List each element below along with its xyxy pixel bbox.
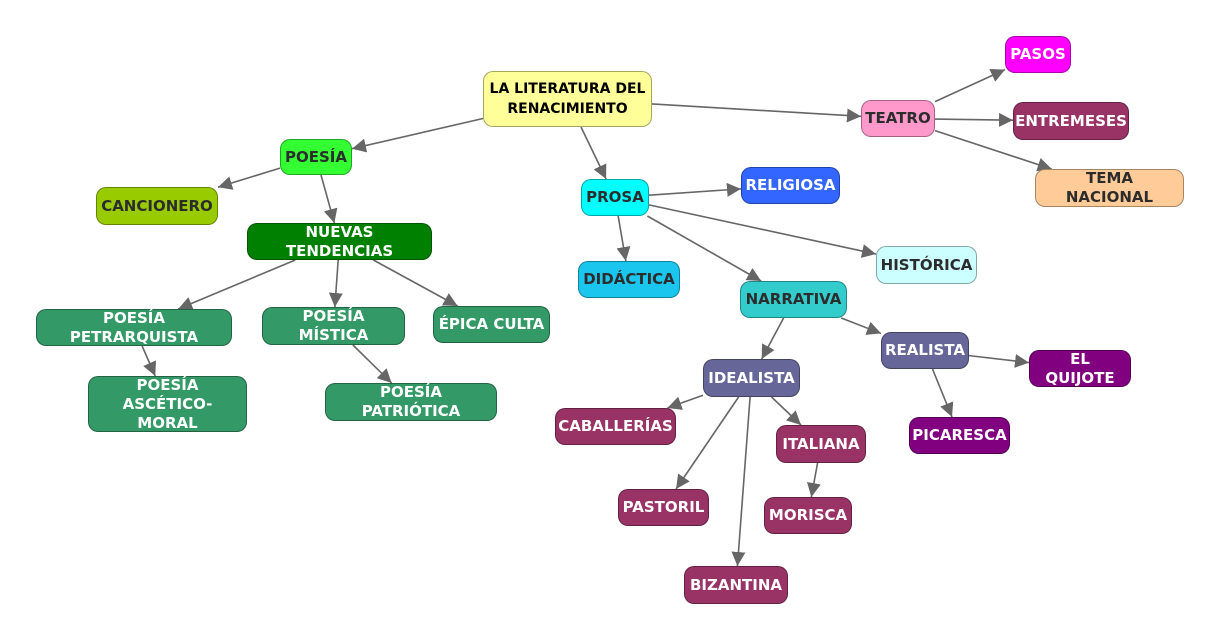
connector-mistica-patriotica (352, 344, 393, 384)
node-teatro-label: TEATRO (865, 109, 931, 127)
connector-poesia-cancionero (217, 167, 281, 190)
node-ascetico-label: POESÍA ASCÉTICO- MORAL (122, 375, 213, 432)
connector-poesia-nuevas (320, 174, 338, 224)
node-petrarq[interactable]: POESÍA PETRARQUISTA (36, 309, 232, 346)
node-poesia[interactable]: POESÍA (280, 139, 352, 175)
connector-prosa-narrativa (646, 215, 762, 282)
node-tema-label: TEMA NACIONAL (1065, 169, 1154, 206)
node-teatro[interactable]: TEATRO (861, 100, 935, 137)
node-pasos[interactable]: PASOS (1005, 36, 1071, 73)
node-entremeses-label: ENTREMESES (1015, 111, 1127, 130)
connector-idealista-pastoril (675, 396, 740, 490)
connector-teatro-pasos (934, 68, 1006, 103)
connector-idealista-bizantina (731, 396, 751, 567)
node-bizantina[interactable]: BIZANTINA (684, 566, 788, 604)
connector-root-teatro (651, 103, 862, 123)
node-realista[interactable]: REALISTA (881, 332, 969, 369)
connector-teatro-tema (934, 129, 1052, 172)
node-epica[interactable]: ÉPICA CULTA (433, 306, 550, 343)
node-poesia-label: POESÍA (285, 147, 347, 166)
node-mistica-label: POESÍA MÍSTICA (298, 307, 369, 344)
connector-nuevas-mistica (328, 259, 343, 308)
node-pasos-label: PASOS (1010, 45, 1066, 63)
node-pastoril[interactable]: PASTORIL (618, 489, 709, 526)
node-italiana[interactable]: ITALIANA (776, 425, 866, 463)
node-nuevas-label: NUEVAS TENDENCIAS (285, 222, 394, 260)
node-idealista[interactable]: IDEALISTA (703, 359, 800, 397)
node-narrativa[interactable]: NARRATIVA (740, 281, 847, 318)
node-prosa[interactable]: PROSA (581, 179, 649, 216)
node-cancionero-label: CANCIONERO (101, 196, 213, 215)
node-tema[interactable]: TEMA NACIONAL (1035, 169, 1184, 207)
node-ascetico[interactable]: POESÍA ASCÉTICO- MORAL (88, 376, 247, 432)
connector-italiana-morisca (806, 462, 821, 498)
node-quijote[interactable]: EL QUIJOTE (1029, 350, 1131, 387)
connector-nuevas-petrarq (177, 259, 296, 311)
connector-nuevas-epica (372, 259, 459, 307)
node-prosa-label: PROSA (586, 188, 644, 206)
node-patriotica-label: POESÍA PATRIÓTICA (361, 383, 461, 420)
connector-teatro-entremeses (934, 112, 1014, 127)
connector-prosa-didactica (616, 215, 631, 262)
node-entremeses[interactable]: ENTREMESES (1013, 102, 1129, 140)
node-cancionero[interactable]: CANCIONERO (96, 187, 218, 225)
connector-realista-picaresca (931, 368, 954, 418)
connector-root-poesia (351, 117, 484, 153)
node-picaresca[interactable]: PICARESCA (909, 417, 1010, 454)
node-historica[interactable]: HISTÓRICA (876, 246, 977, 284)
node-picaresca-label: PICARESCA (912, 426, 1007, 444)
node-religiosa[interactable]: RELIGIOSA (741, 167, 840, 204)
node-idealista-label: IDEALISTA (708, 368, 795, 387)
node-petrarq-label: POESÍA PETRARQUISTA (69, 308, 199, 346)
node-didactica[interactable]: DIDÁCTICA (578, 261, 680, 298)
node-quijote-label: EL QUIJOTE (1045, 349, 1115, 387)
connector-prosa-historica (648, 204, 877, 258)
node-caballerias[interactable]: CABALLERÍAS (555, 408, 676, 445)
connector-idealista-italiana (770, 396, 802, 426)
node-caballerias-label: CABALLERÍAS (558, 417, 673, 435)
connector-petrarq-ascetico (141, 345, 157, 377)
connector-prosa-religiosa (648, 182, 742, 197)
node-bizantina-label: BIZANTINA (689, 575, 783, 594)
node-religiosa-label: RELIGIOSA (745, 176, 836, 194)
node-nuevas[interactable]: NUEVAS TENDENCIAS (247, 223, 432, 260)
node-pastoril-label: PASTORIL (622, 498, 705, 516)
node-historica-label: HISTÓRICA (880, 255, 973, 274)
connector-narrativa-idealista (760, 317, 785, 360)
node-root-label: LA LITERATURA DEL RENACIMIENTO (489, 81, 646, 117)
connector-narrativa-realista (840, 317, 882, 335)
node-italiana-label: ITALIANA (782, 434, 860, 453)
node-mistica[interactable]: POESÍA MÍSTICA (262, 307, 405, 345)
node-morisca-label: MORISCA (768, 506, 848, 524)
connector-idealista-caballerias (667, 394, 704, 410)
node-patriotica[interactable]: POESÍA PATRIÓTICA (325, 383, 497, 421)
connector-root-prosa (580, 126, 607, 180)
node-narrativa-label: NARRATIVA (745, 290, 842, 308)
node-epica-label: ÉPICA CULTA (438, 315, 545, 333)
node-realista-label: REALISTA (884, 341, 966, 359)
node-didactica-label: DIDÁCTICA (583, 270, 675, 288)
node-root[interactable]: LA LITERATURA DEL RENACIMIENTO (483, 71, 652, 127)
connector-realista-quijote (968, 354, 1030, 368)
node-morisca[interactable]: MORISCA (764, 497, 852, 534)
